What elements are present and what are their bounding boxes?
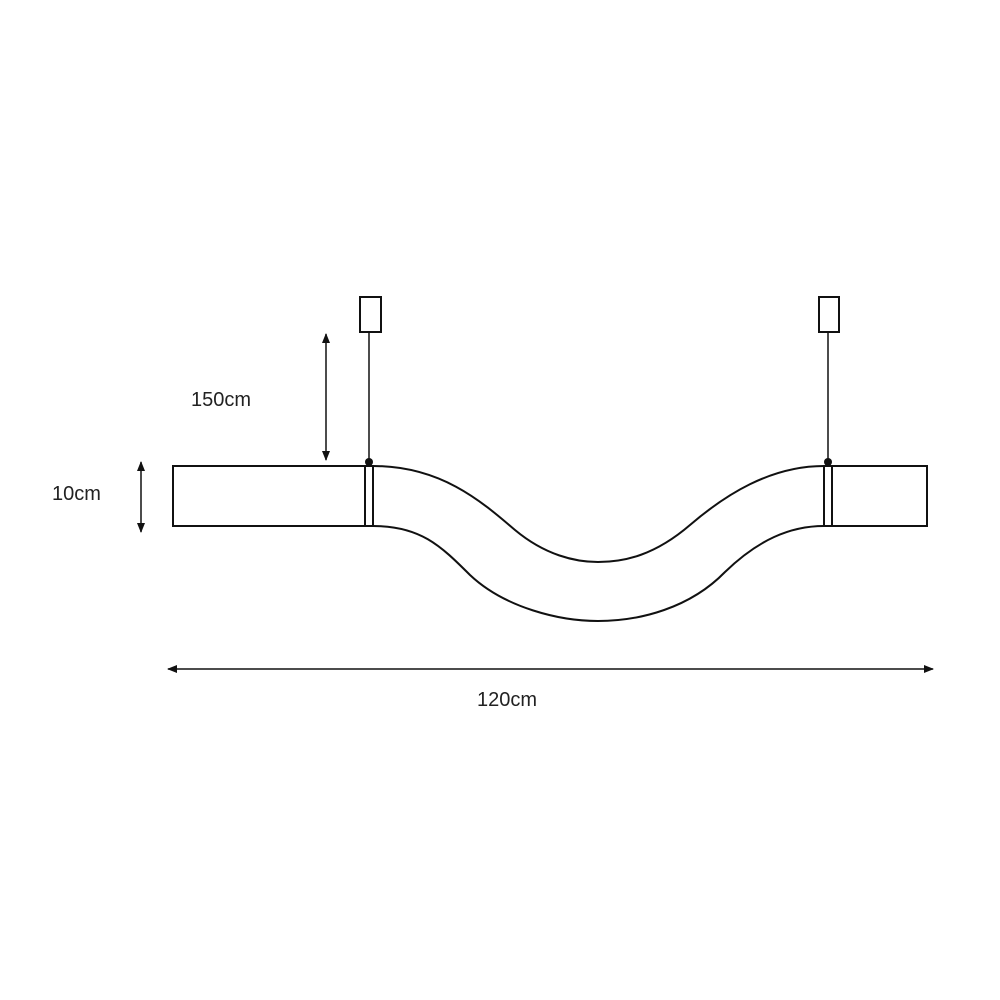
right-cable-clamp	[824, 458, 832, 466]
width-label: 120cm	[477, 689, 538, 711]
right-canopy	[818, 296, 840, 333]
curve-top-edge	[372, 465, 825, 564]
left-connector	[364, 465, 374, 527]
right-connector	[823, 465, 833, 527]
left-canopy	[359, 296, 382, 333]
left-straight-section	[172, 465, 366, 527]
drop-length-label: 150cm	[191, 389, 252, 411]
right-straight-section	[831, 465, 928, 527]
curve-bottom-edge	[372, 525, 825, 623]
left-cable-clamp	[365, 458, 373, 466]
height-label: 10cm	[52, 483, 101, 505]
